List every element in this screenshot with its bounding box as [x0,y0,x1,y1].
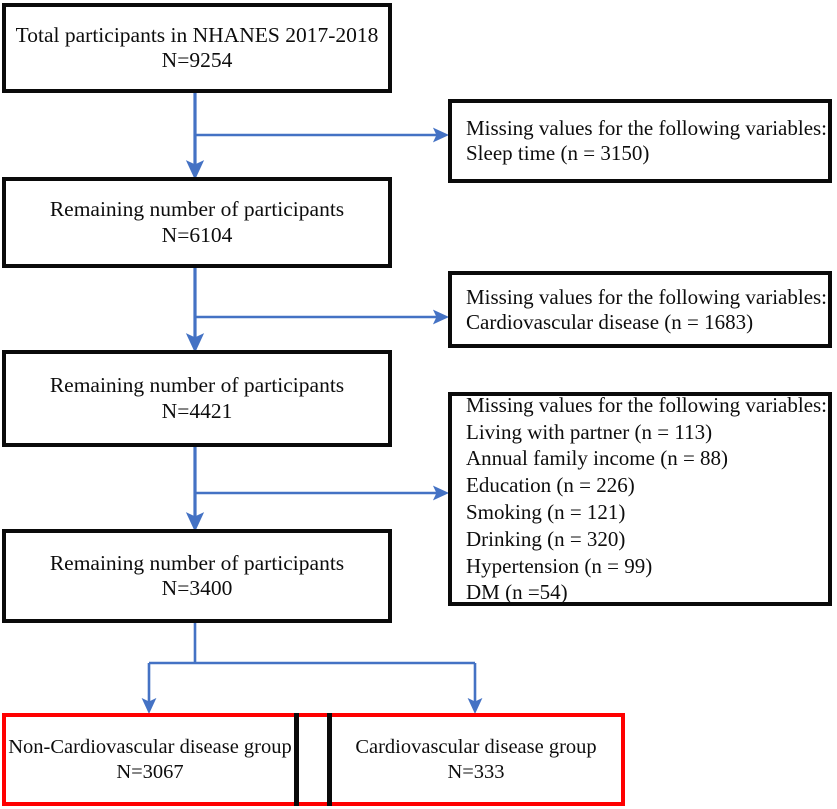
outcome-separator-bar-right [327,713,332,806]
node-exclusion-covariates-header: Missing values for the following variabl… [466,392,828,417]
node-group-non-cardiovascular-disease-label: Non-Cardiovascular disease group [8,736,292,759]
node-remaining-participants-2-count: N=4421 [161,398,233,423]
node-group-cardiovascular-disease: Cardiovascular disease group N=333 [327,713,625,806]
outcome-separator-bar-left [294,713,299,806]
node-exclusion-covariates-item-5: Drinking (n = 320) [466,526,626,551]
node-exclusion-cardiovascular-disease-item-1: Cardiovascular disease (n = 1683) [466,309,754,334]
node-remaining-participants-2: Remaining number of participants N=4421 [2,350,392,447]
node-remaining-participants-3-count: N=3400 [161,576,233,600]
node-remaining-participants-3: Remaining number of participants N=3400 [2,529,392,623]
node-exclusion-cardiovascular-disease-header: Missing values for the following variabl… [466,284,828,309]
node-group-cardiovascular-disease-count: N=333 [447,760,505,783]
node-remaining-participants-2-line-1: Remaining number of participants [49,373,345,398]
outcome-gap-rail-top [294,713,330,717]
node-exclusion-sleep-time-header: Missing values for the following variabl… [466,116,828,141]
node-exclusion-covariates-item-7: DM (n =54) [466,580,568,605]
node-exclusion-sleep-time: Missing values for the following variabl… [448,99,832,183]
node-exclusion-covariates-item-6: Hypertension (n = 99) [466,553,653,578]
node-exclusion-covariates-item-3: Education (n = 226) [466,473,635,498]
outcome-gap-rail-bottom [294,802,330,806]
node-remaining-participants-3-line-1: Remaining number of participants [49,550,345,575]
node-group-non-cardiovascular-disease: Non-Cardiovascular disease group N=3067 [2,713,298,806]
node-remaining-participants-1-count: N=6104 [161,222,233,247]
node-exclusion-covariates: Missing values for the following variabl… [448,392,832,606]
node-total-participants-count: N=9254 [161,48,233,72]
node-group-cardiovascular-disease-label: Cardiovascular disease group [355,736,597,759]
node-remaining-participants-1-line-1: Remaining number of participants [49,197,345,222]
node-exclusion-covariates-item-1: Living with partner (n = 113) [466,419,713,444]
node-exclusion-covariates-item-4: Smoking (n = 121) [466,500,626,524]
node-total-participants-line-1: Total participants in NHANES 2017-2018 [15,22,379,47]
node-exclusion-cardiovascular-disease: Missing values for the following variabl… [448,271,832,348]
node-total-participants: Total participants in NHANES 2017-2018 N… [2,3,392,93]
node-exclusion-sleep-time-item-1: Sleep time (n = 3150) [466,141,650,165]
node-group-non-cardiovascular-disease-count: N=3067 [116,760,184,783]
node-remaining-participants-1: Remaining number of participants N=6104 [2,177,392,268]
node-exclusion-covariates-item-2: Annual family income (n = 88) [466,446,729,471]
